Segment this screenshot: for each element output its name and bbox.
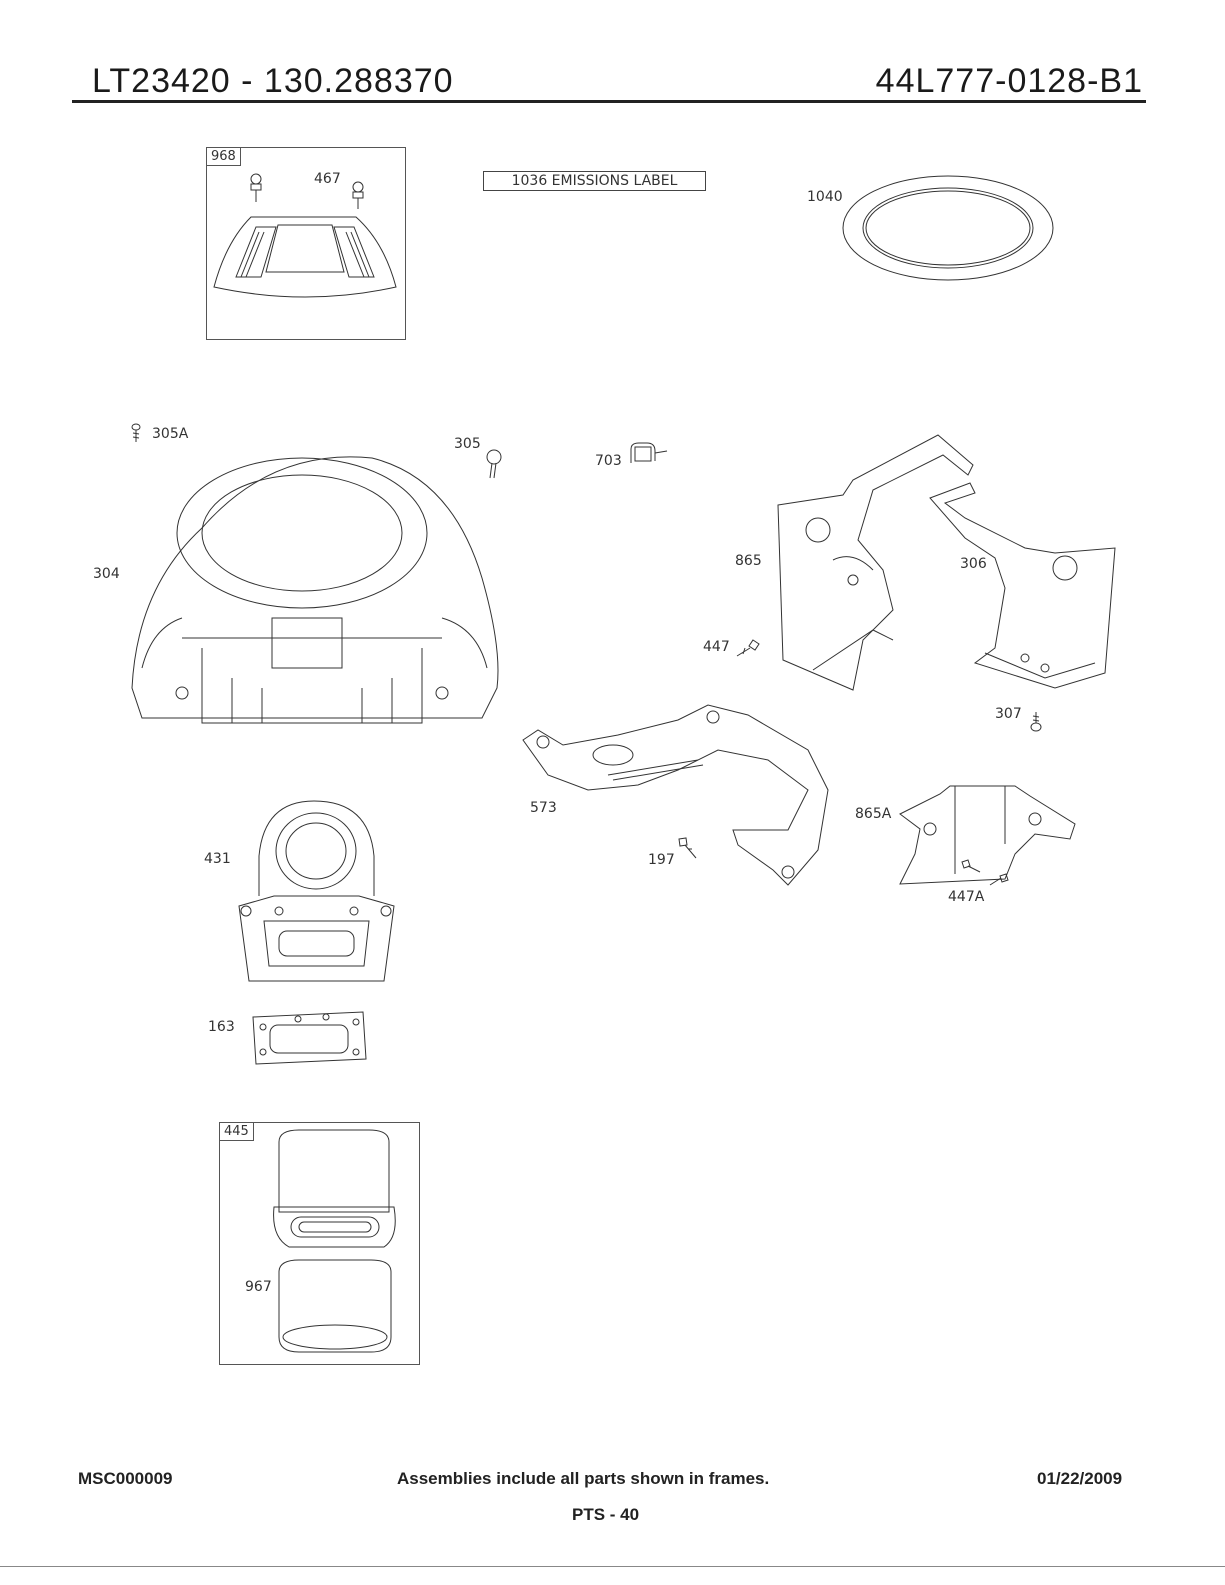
gasket-163-drawing [248,1007,368,1067]
callout-865: 865 [735,553,762,569]
baffle-306-drawing [925,478,1120,693]
callout-703: 703 [595,453,622,469]
callout-967: 967 [245,1279,272,1295]
air-filter-445-drawing [219,1122,418,1363]
clip-703-icon [625,441,671,467]
ring-1040-drawing [838,172,1058,284]
callout-573: 573 [530,800,557,816]
blower-housing-304-drawing [122,438,502,743]
footer-page-number: PTS - 40 [572,1505,639,1525]
bottom-rule [0,1566,1225,1567]
callout-467: 467 [314,171,341,187]
callout-431: 431 [204,851,231,867]
footer-code: MSC000009 [78,1469,173,1489]
screw-447-icon [733,636,761,658]
callout-306: 306 [960,556,987,572]
callout-305: 305 [454,436,481,452]
screws-447A-icon [958,858,1012,888]
callout-447A: 447A [948,889,984,905]
screw-197-icon [676,836,700,862]
callout-307: 307 [995,706,1022,722]
header-model-title: LT23420 - 130.288370 [92,62,454,101]
callout-304: 304 [93,566,120,582]
callout-163: 163 [208,1019,235,1035]
footer-note: Assemblies include all parts shown in fr… [397,1469,769,1489]
air-cleaner-base-431-drawing [234,796,399,986]
emissions-label-box: 1036 EMISSIONS LABEL [483,171,706,191]
footer-date: 01/22/2009 [1037,1469,1122,1489]
screw-307-icon [1029,710,1043,732]
callout-447: 447 [703,639,730,655]
blower-cover-drawing [206,147,404,338]
callout-1040: 1040 [807,189,843,205]
bolt-305-icon [478,448,504,480]
callout-865A: 865A [855,806,891,822]
header-rule [72,100,1146,103]
callout-197: 197 [648,852,675,868]
header-engine-number: 44L777-0128-B1 [876,62,1143,101]
